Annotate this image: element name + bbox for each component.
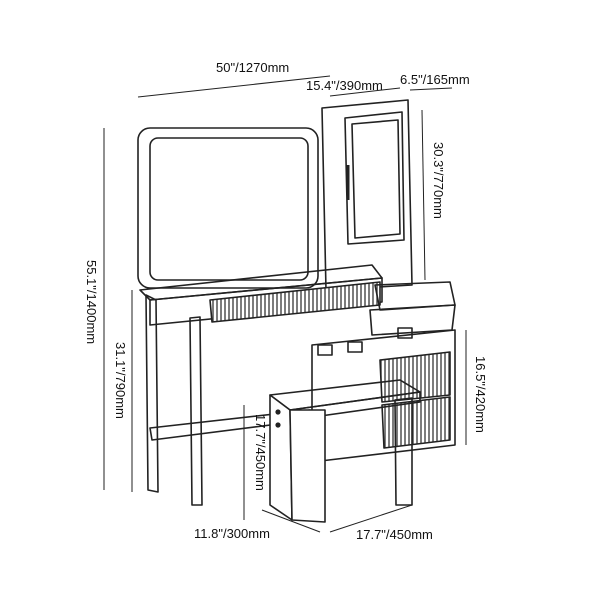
desktop	[139, 264, 456, 336]
stool-width-label: 17.7"/450mm	[356, 527, 433, 542]
mirror	[137, 127, 319, 289]
total-width-label: 50"/1270mm	[216, 60, 290, 75]
dimension-lines	[103, 75, 467, 533]
side-cabinet	[321, 99, 413, 291]
cabinet-height-label: 30.3"/770mm	[431, 142, 446, 219]
stool	[269, 379, 421, 523]
stool-depth-label: 11.8"/300mm	[194, 526, 270, 541]
cabinet-width-label: 15.4"/390mm	[306, 78, 383, 93]
stool-height-label: 17.7"/450mm	[253, 414, 268, 491]
drawer-unit-height-label: 16.5"/420mm	[473, 356, 488, 433]
total-height-label: 55.1"/1400mm	[84, 260, 99, 345]
table-height-label: 31.1"/790mm	[113, 342, 128, 419]
cabinet-depth-label: 6.5"/165mm	[400, 72, 470, 87]
drawer-unit	[311, 327, 456, 463]
